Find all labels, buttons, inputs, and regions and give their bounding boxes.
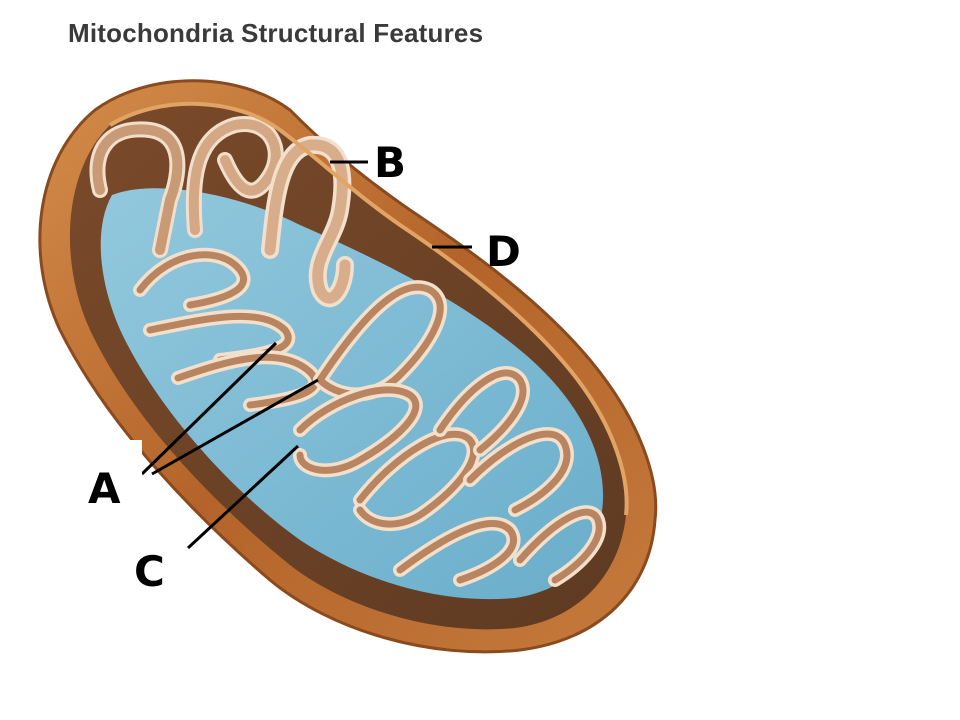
leader-line-a1 — [140, 341, 278, 476]
label-a: A — [88, 464, 121, 513]
leader-lines — [140, 160, 472, 550]
label-d: D — [486, 227, 521, 276]
label-c: C — [134, 547, 165, 596]
cristae — [89, 116, 607, 587]
leader-line-a2 — [151, 378, 319, 476]
label-a-backing — [84, 440, 142, 512]
label-c-backing — [128, 530, 184, 596]
diagram-title: Mitochondria Structural Features — [68, 18, 484, 48]
label-b: B — [374, 138, 406, 187]
outer-membrane-rim — [108, 101, 629, 516]
leader-line-c — [186, 444, 300, 550]
